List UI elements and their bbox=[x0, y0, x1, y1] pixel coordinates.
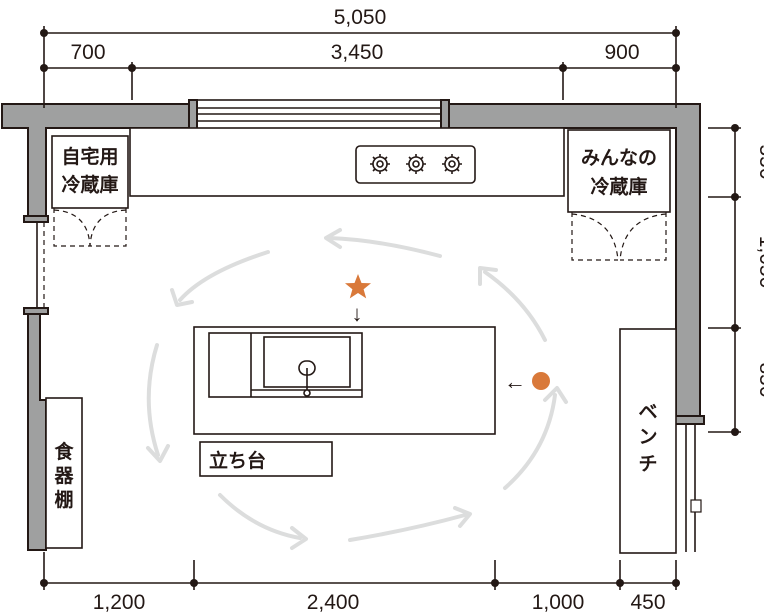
faucet-icon bbox=[298, 360, 316, 397]
shared-fridge: みんなの 冷蔵庫 bbox=[567, 129, 671, 261]
circulation-arrows bbox=[146, 228, 568, 550]
bench-label-3: チ bbox=[638, 453, 657, 475]
shared-fridge-label-1: みんなの bbox=[581, 147, 657, 169]
dish-shelf-label-2: 器 bbox=[53, 465, 74, 487]
dim-top-total: 5,050 bbox=[334, 6, 387, 29]
standing-table: 立ち台 bbox=[199, 441, 333, 477]
dim-bottom-seg-3: 1,000 bbox=[532, 591, 585, 614]
dim-top-seg-2: 3,450 bbox=[331, 41, 384, 64]
walls bbox=[1, 99, 705, 552]
dim-right-seg-2: 1,050 bbox=[755, 236, 764, 289]
dish-shelf-label-1: 食 bbox=[54, 440, 74, 463]
star-down-arrow: ↓ bbox=[352, 301, 363, 326]
bottom-dimensions: 1,200 2,400 1,000 450 bbox=[40, 552, 680, 614]
dot-left-arrow: ← bbox=[504, 369, 526, 394]
back-counter bbox=[129, 127, 565, 197]
shared-fridge-label-2: 冷蔵庫 bbox=[590, 175, 647, 198]
dim-right-seg-1: 550 bbox=[755, 144, 764, 179]
home-fridge-label-1: 自宅用 bbox=[61, 145, 118, 168]
bench-label-1: ベ bbox=[638, 401, 657, 423]
home-fridge-label-2: 冷蔵庫 bbox=[61, 173, 118, 196]
dish-shelf: 食 器 棚 bbox=[45, 397, 83, 549]
burner-icon bbox=[442, 154, 462, 174]
home-fridge: 自宅用 冷蔵庫 bbox=[51, 135, 129, 247]
dim-right-seg-3: 850 bbox=[755, 362, 764, 397]
dim-top-seg-1: 700 bbox=[70, 41, 105, 64]
island-counter bbox=[193, 326, 496, 435]
standing-table-label: 立ち台 bbox=[209, 449, 266, 472]
dim-bottom-seg-1: 1,200 bbox=[93, 591, 146, 614]
bench-label-2: ン bbox=[638, 426, 657, 448]
dish-shelf-label-3: 棚 bbox=[54, 488, 73, 511]
star-marker: ↓ bbox=[345, 274, 371, 326]
dim-top-seg-3: 900 bbox=[604, 41, 639, 64]
stove bbox=[355, 145, 476, 184]
dim-bottom-seg-2: 2,400 bbox=[307, 591, 360, 614]
top-dimensions: 5,050 700 3,450 900 bbox=[40, 6, 680, 108]
right-dimensions: 550 1,050 850 bbox=[708, 124, 764, 436]
burner-icon bbox=[370, 154, 390, 174]
dim-bottom-seg-4: 450 bbox=[630, 591, 665, 614]
person-dot-icon bbox=[532, 372, 550, 390]
bench: ベ ン チ bbox=[619, 328, 677, 554]
dot-marker: ← bbox=[504, 369, 550, 394]
star-icon bbox=[345, 274, 371, 299]
burner-icon bbox=[406, 154, 426, 174]
